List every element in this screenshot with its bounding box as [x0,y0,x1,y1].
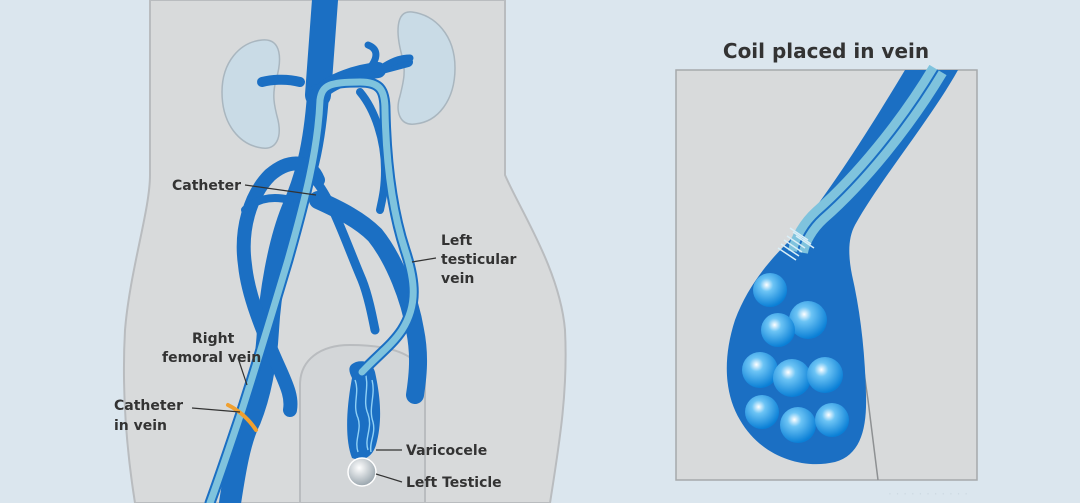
label-catheter-in-vein-2: in vein [114,418,167,434]
catheter-line [204,76,419,503]
coil-ball [807,357,843,393]
coil-ball [761,313,795,347]
coil-spring [777,227,815,261]
coil-ball [753,273,787,307]
coil-ball [745,395,779,429]
left-testicle [347,457,377,487]
varicocele [347,361,381,460]
label-varicocele: Varicocele [406,443,487,459]
coil-ball [780,407,816,443]
coil-cluster [742,273,849,443]
inset-title: Coil placed in vein [723,39,929,63]
coil-ball [742,352,778,388]
label-right-femoral-vein-2: femoral vein [162,350,261,366]
coil-ball [789,301,827,339]
label-left-testicle: Left Testicle [406,475,502,491]
label-left-testicular-vein-1: Left [441,233,473,249]
watermark: · · · · · · · · · · · [888,487,968,501]
label-left-testicular-vein-3: vein [441,271,474,287]
leader-lines [191,184,437,483]
label-right-femoral-vein-1: Right [192,331,235,347]
label-catheter: Catheter [172,178,241,194]
label-catheter-in-vein-1: Catheter [114,398,183,414]
label-left-testicular-vein-2: testicular [441,252,517,268]
insertion-mark [226,403,258,432]
varicocele-pattern [354,371,375,453]
coil-ball [773,359,811,397]
coil-ball [815,403,849,437]
